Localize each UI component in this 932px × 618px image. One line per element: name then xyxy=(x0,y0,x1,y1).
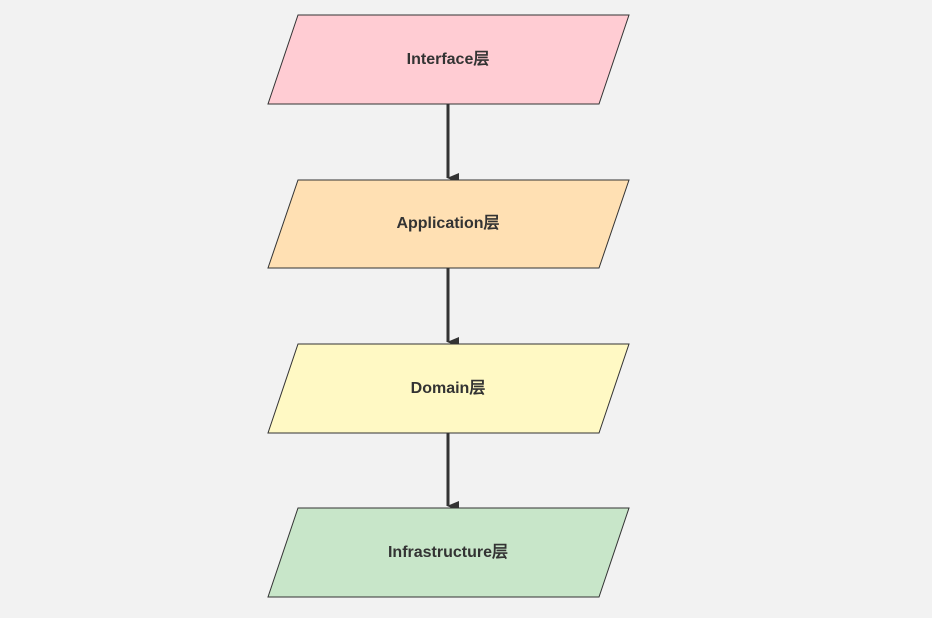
layer-label-interface: Interface层 xyxy=(407,50,490,68)
layer-shape-interface[interactable] xyxy=(267,14,630,105)
layer-node-infrastructure[interactable]: Infrastructure层 xyxy=(267,507,630,598)
layer-shape-application[interactable] xyxy=(267,179,630,269)
layer-label-application: Application层 xyxy=(396,214,499,232)
layer-node-application[interactable]: Application层 xyxy=(267,179,630,269)
layer-shape-domain[interactable] xyxy=(267,343,630,434)
layer-node-domain[interactable]: Domain层 xyxy=(267,343,630,434)
layer-node-interface[interactable]: Interface层 xyxy=(267,14,630,105)
layer-shape-infrastructure[interactable] xyxy=(267,507,630,598)
layer-label-infrastructure: Infrastructure层 xyxy=(388,543,508,561)
layer-label-domain: Domain层 xyxy=(411,379,486,397)
